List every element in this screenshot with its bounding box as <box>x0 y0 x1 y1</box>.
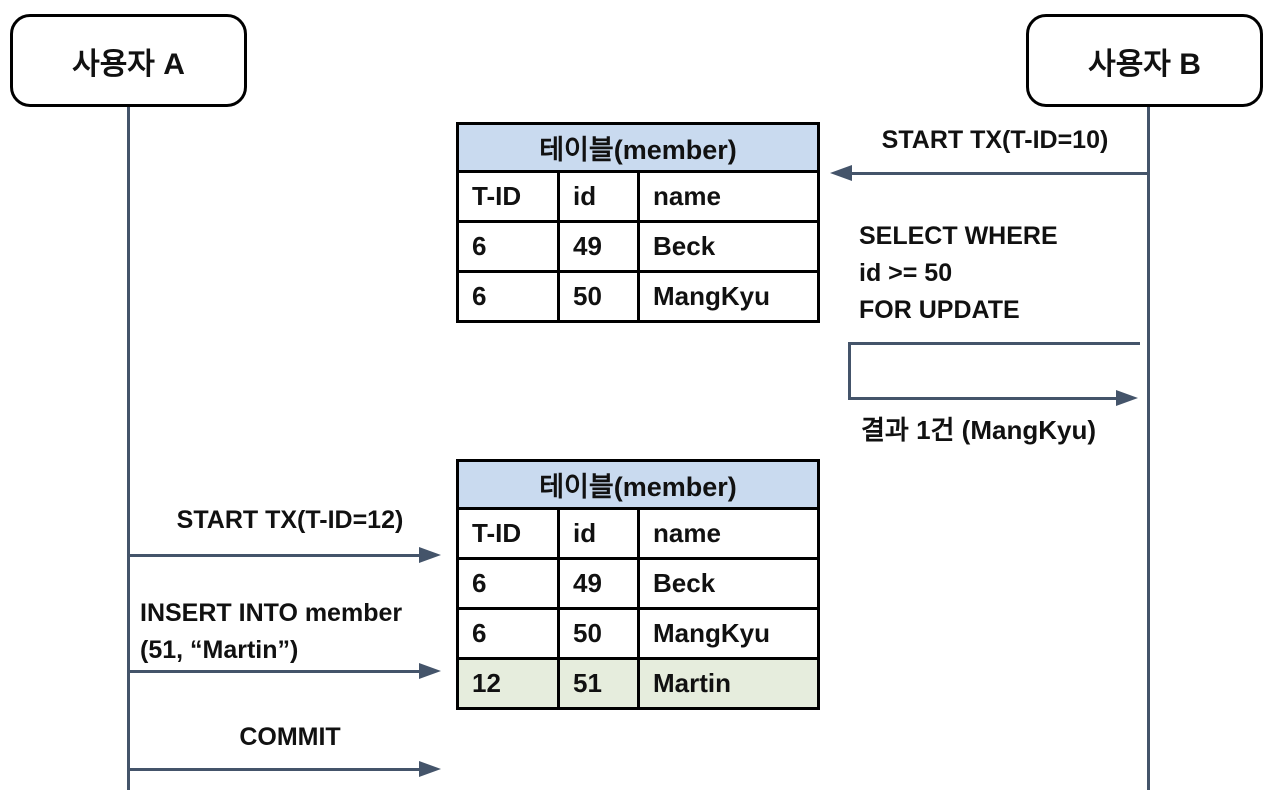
cell-tid: 6 <box>456 557 560 610</box>
actor-box-user-a: 사용자 A <box>10 14 247 107</box>
select-line-2: id >= 50 <box>859 259 953 287</box>
arrowhead-left-icon <box>830 165 852 181</box>
table-row: 6 50 MangKyu <box>456 607 820 660</box>
col-header-id: id <box>557 170 640 223</box>
cell-id: 49 <box>557 557 640 610</box>
col-header-name: name <box>637 170 820 223</box>
cell-name: MangKyu <box>637 607 820 660</box>
select-line-1: SELECT WHERE <box>859 222 1058 250</box>
arrow-line-a-start-tx <box>128 554 421 557</box>
col-header-tid: T-ID <box>456 170 560 223</box>
self-loop-top-line <box>848 342 1140 345</box>
cell-tid: 12 <box>456 657 560 710</box>
actor-label-user-b: 사용자 B <box>1088 47 1201 81</box>
cell-id: 50 <box>557 270 640 323</box>
label-a-start-tx: START TX(T-ID=12) <box>176 506 404 534</box>
table-row: 6 49 Beck <box>456 220 820 273</box>
insert-line-2: (51, “Martin”) <box>140 636 299 664</box>
col-header-name: name <box>637 507 820 560</box>
member-table-1: 테이블(member) T-ID id name 6 49 Beck 6 50 … <box>456 122 820 323</box>
table-title: 테이블(member) <box>456 459 820 510</box>
cell-tid: 6 <box>456 220 560 273</box>
cell-name: Beck <box>637 557 820 610</box>
col-header-id: id <box>557 507 640 560</box>
label-a-insert: INSERT INTO member (51, “Martin”) <box>140 595 402 669</box>
label-b-start-tx: START TX(T-ID=10) <box>881 126 1109 154</box>
label-a-commit: COMMIT <box>239 723 341 751</box>
arrowhead-right-icon <box>1116 390 1138 406</box>
table-header-row: T-ID id name <box>456 507 820 560</box>
table-header-row: T-ID id name <box>456 170 820 223</box>
table-row: 6 50 MangKyu <box>456 270 820 323</box>
arrow-line-b-start-tx <box>848 172 1148 175</box>
cell-name: Martin <box>637 657 820 710</box>
label-b-select-query: SELECT WHERE id >= 50 FOR UPDATE <box>859 218 1058 329</box>
self-loop-bottom-line <box>848 397 1120 400</box>
arrowhead-right-icon <box>419 547 441 563</box>
table-title: 테이블(member) <box>456 122 820 173</box>
cell-name: MangKyu <box>637 270 820 323</box>
self-loop-vertical-line <box>848 342 851 400</box>
actor-box-user-b: 사용자 B <box>1026 14 1263 107</box>
lifeline-user-b <box>1147 107 1150 790</box>
actor-label-user-a: 사용자 A <box>72 47 185 81</box>
member-table-2: 테이블(member) T-ID id name 6 49 Beck 6 50 … <box>456 459 820 710</box>
col-header-tid: T-ID <box>456 507 560 560</box>
arrow-line-a-insert <box>128 670 421 673</box>
arrowhead-right-icon <box>419 663 441 679</box>
table-row: 6 49 Beck <box>456 557 820 610</box>
arrow-line-a-commit <box>128 768 421 771</box>
cell-id: 49 <box>557 220 640 273</box>
cell-name: Beck <box>637 220 820 273</box>
cell-tid: 6 <box>456 270 560 323</box>
insert-line-1: INSERT INTO member <box>140 599 403 627</box>
cell-tid: 6 <box>456 607 560 660</box>
select-line-3: FOR UPDATE <box>859 296 1020 324</box>
cell-id: 51 <box>557 657 640 710</box>
label-b-result: 결과 1건 (MangKyu) <box>861 415 1096 445</box>
lifeline-user-a <box>127 107 130 790</box>
table-row-inserted: 12 51 Martin <box>456 657 820 710</box>
cell-id: 50 <box>557 607 640 660</box>
arrowhead-right-icon <box>419 761 441 777</box>
